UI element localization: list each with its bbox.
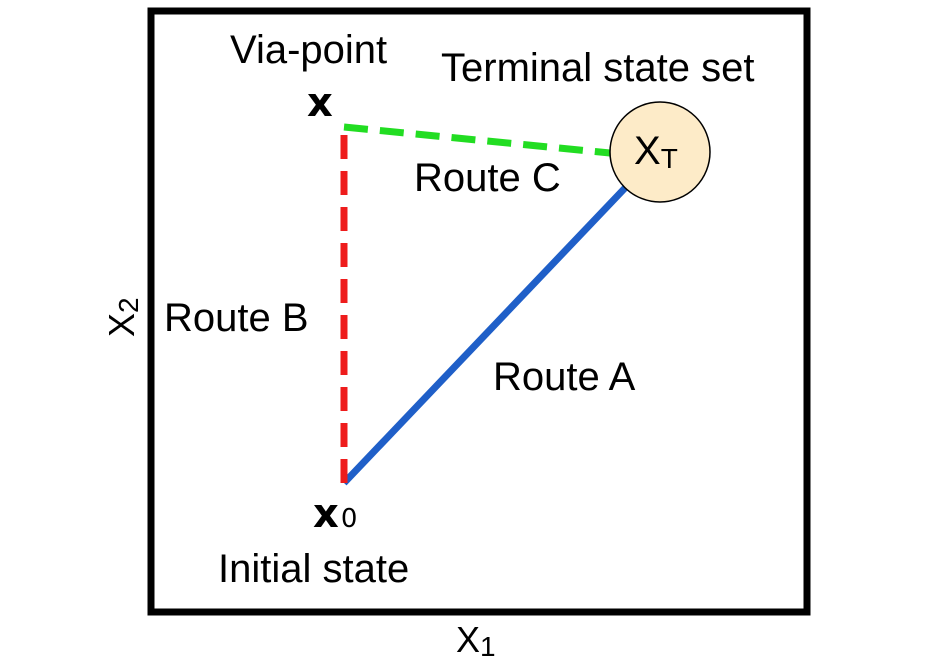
x-axis-label-base: X xyxy=(456,619,480,660)
via-point-label: Via-point xyxy=(230,28,387,72)
x-axis-label: X1 xyxy=(456,619,496,662)
x-axis-label-sub: 1 xyxy=(480,631,496,662)
route-a-label: Route A xyxy=(493,355,636,399)
initial-state-symbol: x0 xyxy=(313,491,357,537)
via-point-symbol: x xyxy=(307,80,333,126)
initial-state-symbol-sub: 0 xyxy=(341,504,358,534)
route-b-label: Route B xyxy=(164,296,309,340)
terminal-set-symbol: XT xyxy=(634,129,678,174)
terminal-set-symbol-sub: T xyxy=(661,143,678,174)
route-c-line xyxy=(343,123,611,157)
state-space-frame xyxy=(147,7,811,616)
route-c-label: Route C xyxy=(414,156,561,200)
terminal-state-set-label: Terminal state set xyxy=(441,46,754,90)
terminal-set-symbol-base: X xyxy=(634,129,661,173)
terminal-state-set-circle xyxy=(609,101,711,203)
initial-state-symbol-base: x xyxy=(313,491,339,537)
y-axis-label: X2 xyxy=(101,297,144,337)
route-a-line xyxy=(341,185,628,486)
y-axis-label-sub: 2 xyxy=(113,297,144,313)
y-axis-label-base: X xyxy=(101,313,142,337)
initial-state-label: Initial state xyxy=(218,547,409,591)
